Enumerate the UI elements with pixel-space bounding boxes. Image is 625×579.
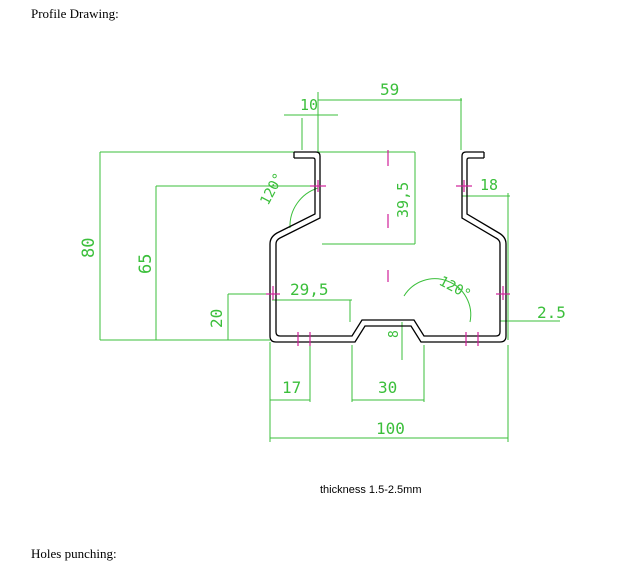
dim-label-30: 30 <box>378 378 397 397</box>
center-marks <box>266 150 510 346</box>
holes-punching-heading: Holes punching: <box>31 546 117 561</box>
dim-label-120-right: 120° <box>436 273 473 303</box>
dim-label-39-5: 39,5 <box>394 182 412 218</box>
dim-label-80: 80 <box>79 238 99 258</box>
profile-drawing-heading: Profile Drawing: <box>31 6 119 21</box>
dim-label-29-5: 29,5 <box>290 280 329 299</box>
dimension-lines <box>99 92 560 442</box>
thickness-note: thickness 1.5-2.5mm <box>320 484 421 496</box>
dim-label-17: 17 <box>282 378 301 397</box>
dim-label-100: 100 <box>376 419 405 438</box>
dim-label-2-5: 2.5 <box>537 303 566 322</box>
dim-label-8: 8 <box>387 330 402 338</box>
dim-label-18: 18 <box>480 176 498 194</box>
dim-label-59: 59 <box>380 80 399 99</box>
dim-label-120-left: 120° <box>257 171 287 208</box>
dim-label-65: 65 <box>136 254 156 274</box>
dim-label-20: 20 <box>207 309 226 328</box>
profile-outline <box>269 151 507 343</box>
dim-label-10: 10 <box>300 96 318 114</box>
